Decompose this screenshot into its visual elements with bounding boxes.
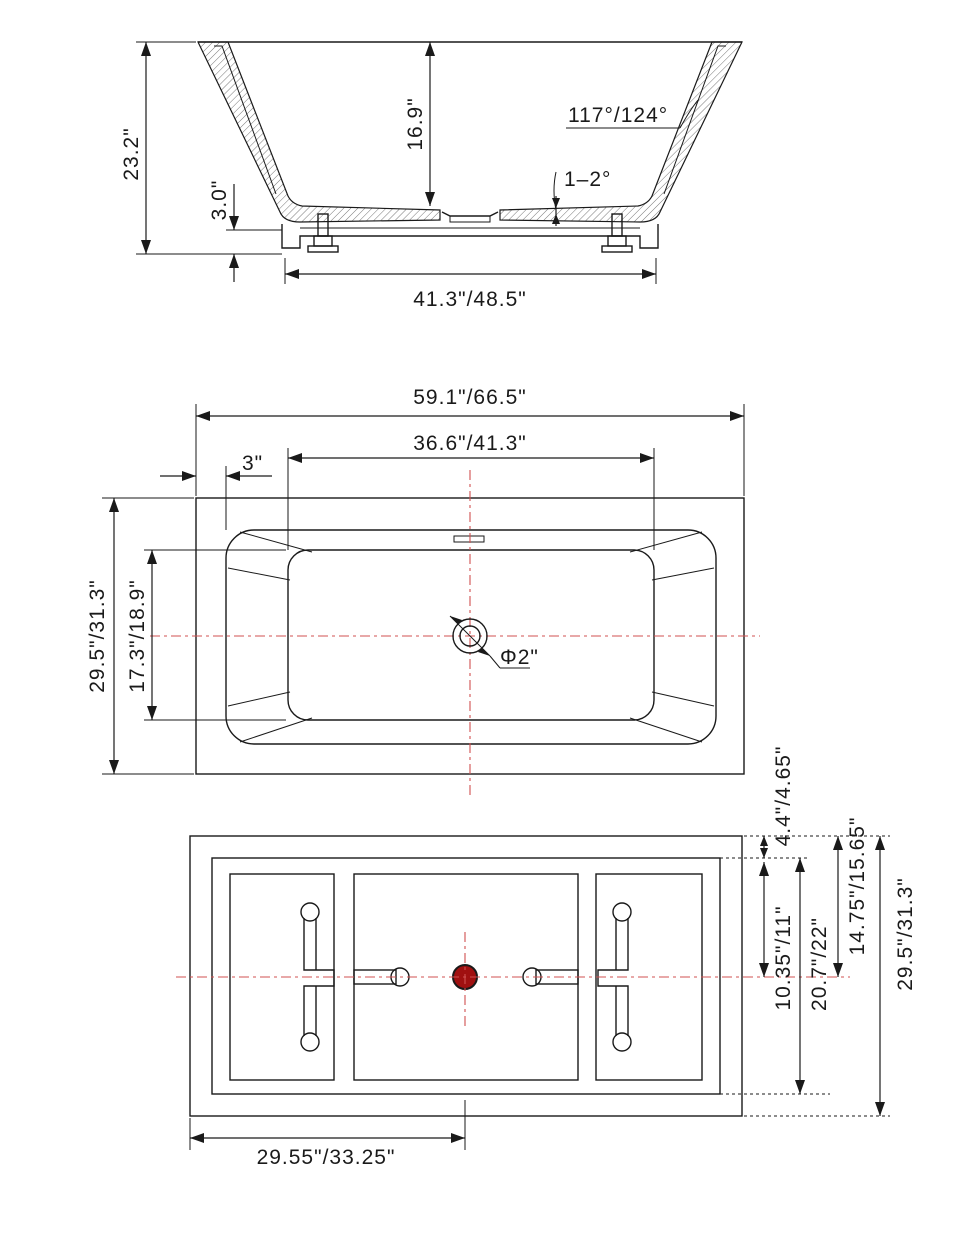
- top-width-label: 29.5"/31.3": [86, 579, 109, 693]
- side-view-left-foot: [307, 213, 339, 253]
- bottom-edge-offset-label: 4.4"/4.65": [772, 746, 795, 847]
- top-view-drain: [452, 618, 488, 654]
- side-base-label: 3.0": [208, 180, 231, 221]
- top-view-basin: [287, 549, 655, 721]
- side-view-right-foot: [601, 213, 633, 253]
- bottom-view-outline: [189, 835, 743, 1117]
- top-view-overflow: [453, 535, 485, 543]
- top-rim-offset-label: 3": [242, 452, 263, 475]
- bottom-frame-inner-width-label: 10.35"/11": [772, 905, 795, 1010]
- side-base-width-label: 41.3"/48.5": [413, 288, 527, 311]
- top-length-label: 59.1"/66.5": [413, 386, 527, 409]
- bottom-frame-width-label: 20.7"/22": [808, 917, 831, 1011]
- bottom-view: 29.55"/33.25" 4.4"/4.65" 10.35"/11" 20.7…: [176, 746, 917, 1169]
- bottom-width-label: 29.5"/31.3": [894, 877, 917, 991]
- left-leg-bracket: [300, 902, 335, 1052]
- right-leg-bracket: [597, 902, 632, 1052]
- side-slope-label: 1–2°: [564, 168, 611, 191]
- side-view-drain: [441, 211, 499, 217]
- bottom-drain-offset-width-label: 14.75"/15.65": [846, 817, 869, 956]
- drain-diameter-label: Φ2": [500, 646, 539, 669]
- bottom-drain-offset-label: 29.55"/33.25": [257, 1146, 396, 1169]
- top-inner-width-label: 17.3"/18.9": [126, 579, 149, 693]
- top-inner-length-label: 36.6"/41.3": [413, 432, 527, 455]
- side-view: 23.2" 16.9" 3.0" 117°/124° 1–2° 41.3"/48…: [120, 41, 743, 311]
- bottom-view-frame: [211, 857, 721, 1095]
- top-view: Φ2" 59.1"/66.5" 36.6"/41.3" 3" 29.5"/31.…: [86, 386, 760, 796]
- side-angle-label: 117°/124°: [568, 104, 668, 127]
- side-view-right-wall: [499, 41, 743, 223]
- side-view-left-wall: [197, 41, 441, 223]
- side-depth-label: 16.9": [404, 97, 427, 150]
- top-view-rim: [225, 529, 717, 745]
- side-height-label: 23.2": [120, 127, 143, 180]
